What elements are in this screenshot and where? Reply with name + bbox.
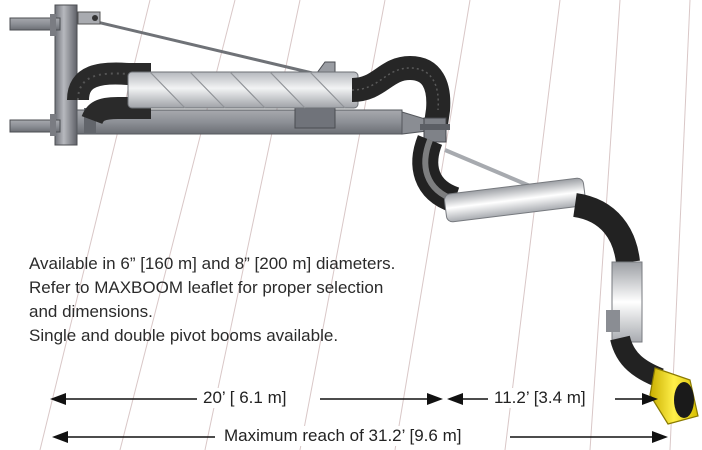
outer-boom [412,135,664,388]
outer-boom-length-label: 11.2’ [3.4 m] [488,388,592,408]
wall-mount-post [9,4,78,146]
tension-rod [77,11,326,78]
description-line-1: Available in 6” [160 m] and 8” [200 m] d… [29,254,396,273]
description-line-2: Refer to MAXBOOM leaflet for proper sele… [29,278,384,297]
dimension-arrows [50,393,668,443]
maximum-reach-label: Maximum reach of 31.2’ [9.6 m] [218,426,468,446]
elbow-hose [351,55,451,126]
description-line-3: and dimensions. [29,302,153,321]
boom-duct [127,71,359,109]
pivot-joint [420,117,450,143]
inner-boom-length-label: 20’ [ 6.1 m] [197,388,293,408]
description-line-4: Single and double pivot booms available. [29,326,339,345]
product-description: Available in 6” [160 m] and 8” [200 m] d… [29,252,499,348]
capture-hood [649,367,699,425]
